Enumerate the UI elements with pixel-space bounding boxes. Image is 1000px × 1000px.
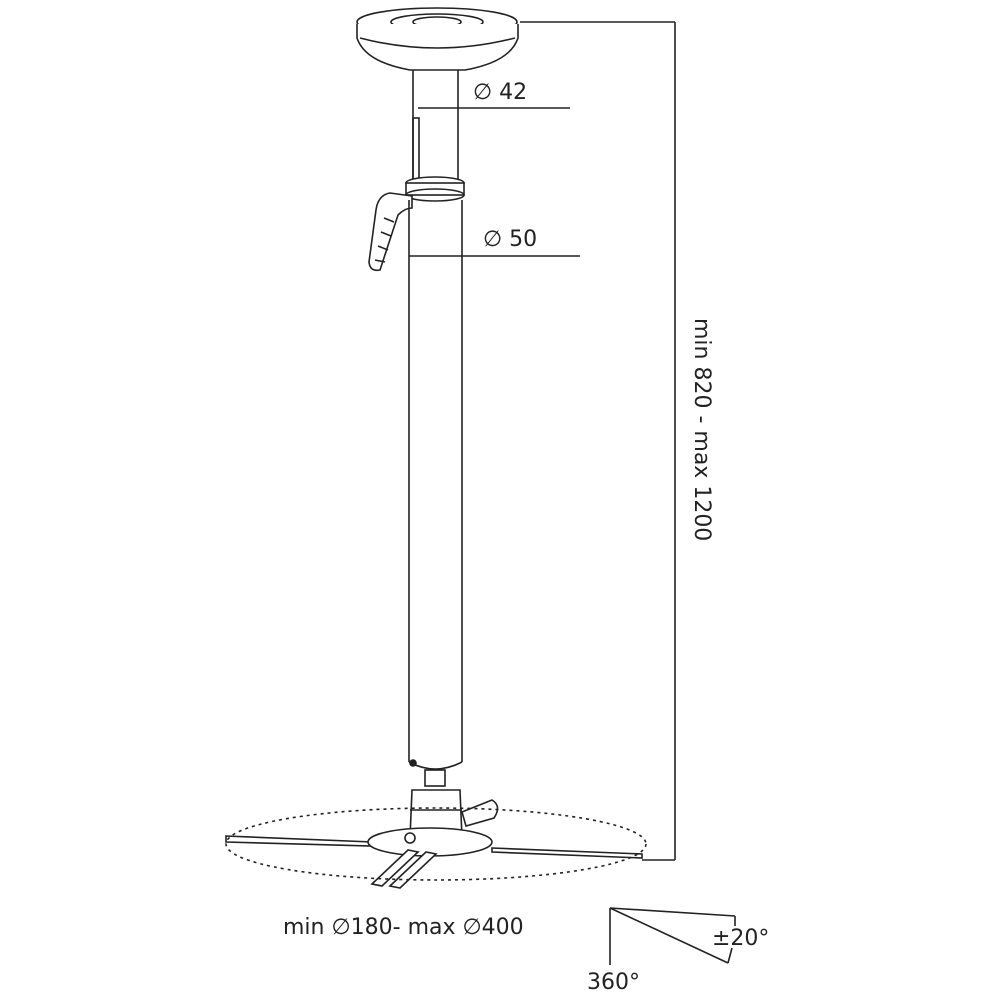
ceiling-plate	[356, 7, 519, 71]
bracket-range-label: min ∅180- max ∅400	[283, 915, 524, 940]
inner-tube	[412, 70, 459, 181]
clamp-handle	[368, 192, 413, 272]
height-range-label: min 820 - max 1200	[689, 318, 714, 542]
collar	[405, 176, 465, 202]
tilt-label: ±20°	[712, 926, 770, 951]
bracket-arms	[225, 827, 643, 889]
range-ellipse	[225, 807, 647, 881]
rotation-label: 360°	[587, 970, 640, 995]
diameter-50-label: ∅ 50	[483, 227, 538, 252]
angle-symbol	[609, 907, 736, 965]
diameter-42-label: ∅ 42	[473, 80, 528, 105]
outer-tube	[408, 200, 463, 770]
